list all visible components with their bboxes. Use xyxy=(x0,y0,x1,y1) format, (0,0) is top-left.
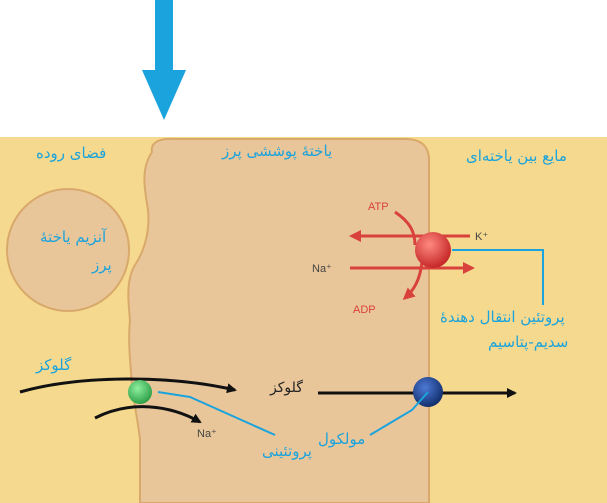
protein-molecule-label-1: مولکول xyxy=(318,430,365,448)
down-arrow-icon xyxy=(142,0,186,120)
glucose-entry-arrow xyxy=(19,377,237,394)
atp-curved-arrow xyxy=(394,210,417,246)
cotransport-sodium-label: Na⁺ xyxy=(197,428,217,440)
epithelial-cell-label: یاختهٔ پوششی پرز xyxy=(221,142,332,161)
pump-protein-circle xyxy=(415,232,451,268)
pump-protein-label-1: پروتئین انتقال دهندهٔ xyxy=(440,308,565,327)
epithelial-cell xyxy=(127,137,430,503)
potassium-label: K⁺ xyxy=(475,231,488,243)
pump-sodium-label: Na⁺ xyxy=(312,263,332,275)
symporter-protein-circle xyxy=(128,380,152,404)
interstitial-fluid-label: مایع بین یاخته‌ای xyxy=(466,147,567,165)
protein-molecule-label-2: پروتئینی xyxy=(262,442,312,461)
atp-label: ATP xyxy=(368,201,389,213)
villus-enzyme-label-2: پرز xyxy=(91,256,112,275)
sodium-entry-arrow xyxy=(94,405,202,424)
pump-protein-label-2: سدیم-پتاسیم xyxy=(488,333,568,352)
sodium-potassium-pump xyxy=(349,210,475,300)
pointer-lines xyxy=(157,249,544,436)
villus-enzyme-circle xyxy=(6,188,130,312)
glucose-left-label: گلوکز xyxy=(35,356,72,374)
intestinal-space-label: فضای روده xyxy=(36,144,106,162)
adp-curved-arrow xyxy=(402,261,424,300)
glucose-inner-label: گلوکز xyxy=(269,379,303,396)
adp-label: ADP xyxy=(353,304,376,316)
villus-enzyme-label-1: آنزیم یاختهٔ xyxy=(40,228,107,246)
